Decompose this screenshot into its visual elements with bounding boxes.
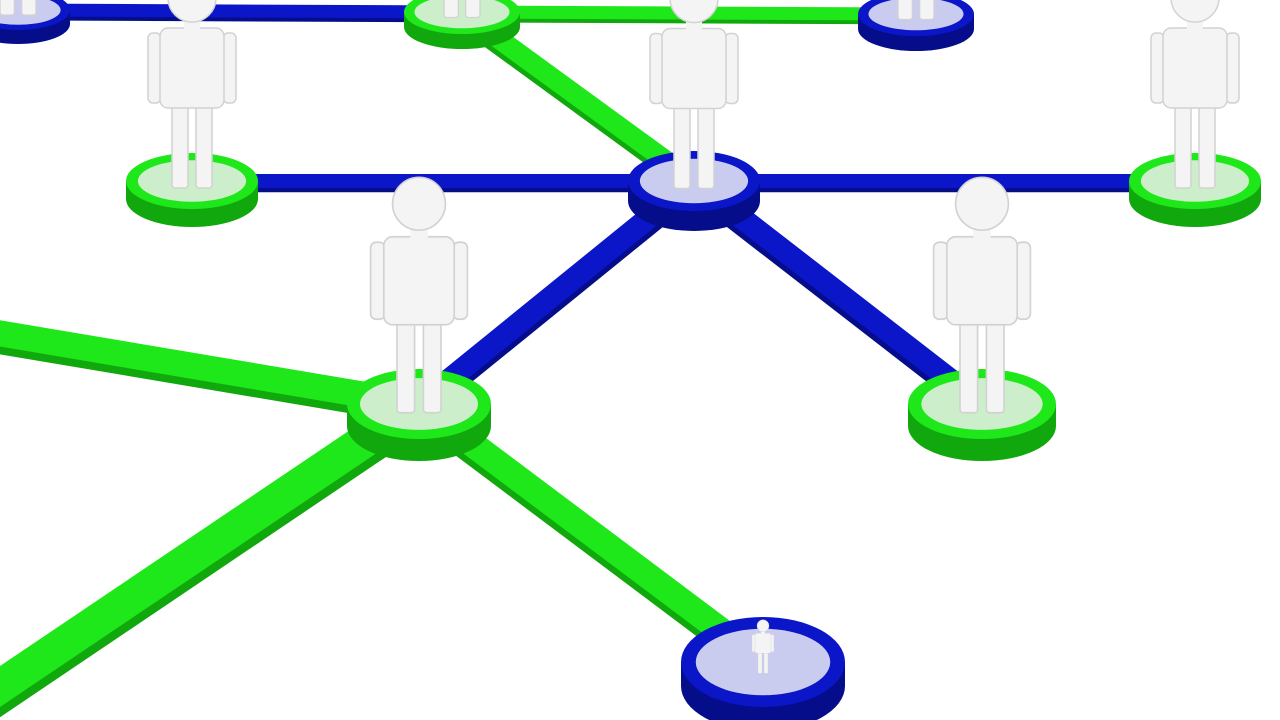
- node-n-hub: [628, 0, 760, 231]
- person-icon: [443, 0, 481, 19]
- person-icon: [147, 0, 237, 189]
- disc-top: [639, 158, 749, 204]
- disc-top: [695, 628, 831, 696]
- link-top: [17, 3, 463, 19]
- person-icon: [1150, 0, 1240, 189]
- link-blue-n-top-left-edge-to-n-top-center: [17, 3, 463, 23]
- node-n-lower-right: [908, 176, 1056, 461]
- person-icon: [751, 619, 775, 674]
- person-icon: [649, 0, 739, 190]
- node-n-top-center: [404, 0, 520, 49]
- disc-top: [137, 160, 247, 202]
- person-icon: [897, 0, 935, 21]
- disc-top: [868, 0, 964, 31]
- link-green-n-lower-left-to-offscreen-bottom-left: [0, 389, 429, 718]
- disc-top: [921, 378, 1043, 430]
- link-top: [0, 389, 429, 708]
- node-n-lower-left: [347, 176, 491, 461]
- person-icon: [369, 176, 469, 414]
- disc-top: [359, 378, 479, 430]
- link-top: [0, 320, 422, 417]
- disc-top: [414, 0, 510, 29]
- person-icon: [932, 176, 1032, 414]
- person-icon: [0, 0, 37, 16]
- node-n-left: [126, 0, 258, 227]
- disc-top: [1140, 160, 1250, 202]
- node-n-top-left-edge: [0, 0, 70, 44]
- link-blue-n-hub-to-n-right: [694, 174, 1195, 193]
- node-n-top-right: [858, 0, 974, 51]
- node-n-bottom: [681, 617, 845, 720]
- link-green-n-lower-left-to-offscreen-left: [0, 320, 422, 425]
- node-n-right: [1129, 0, 1261, 227]
- link-blue-n-left-to-n-hub: [192, 174, 694, 193]
